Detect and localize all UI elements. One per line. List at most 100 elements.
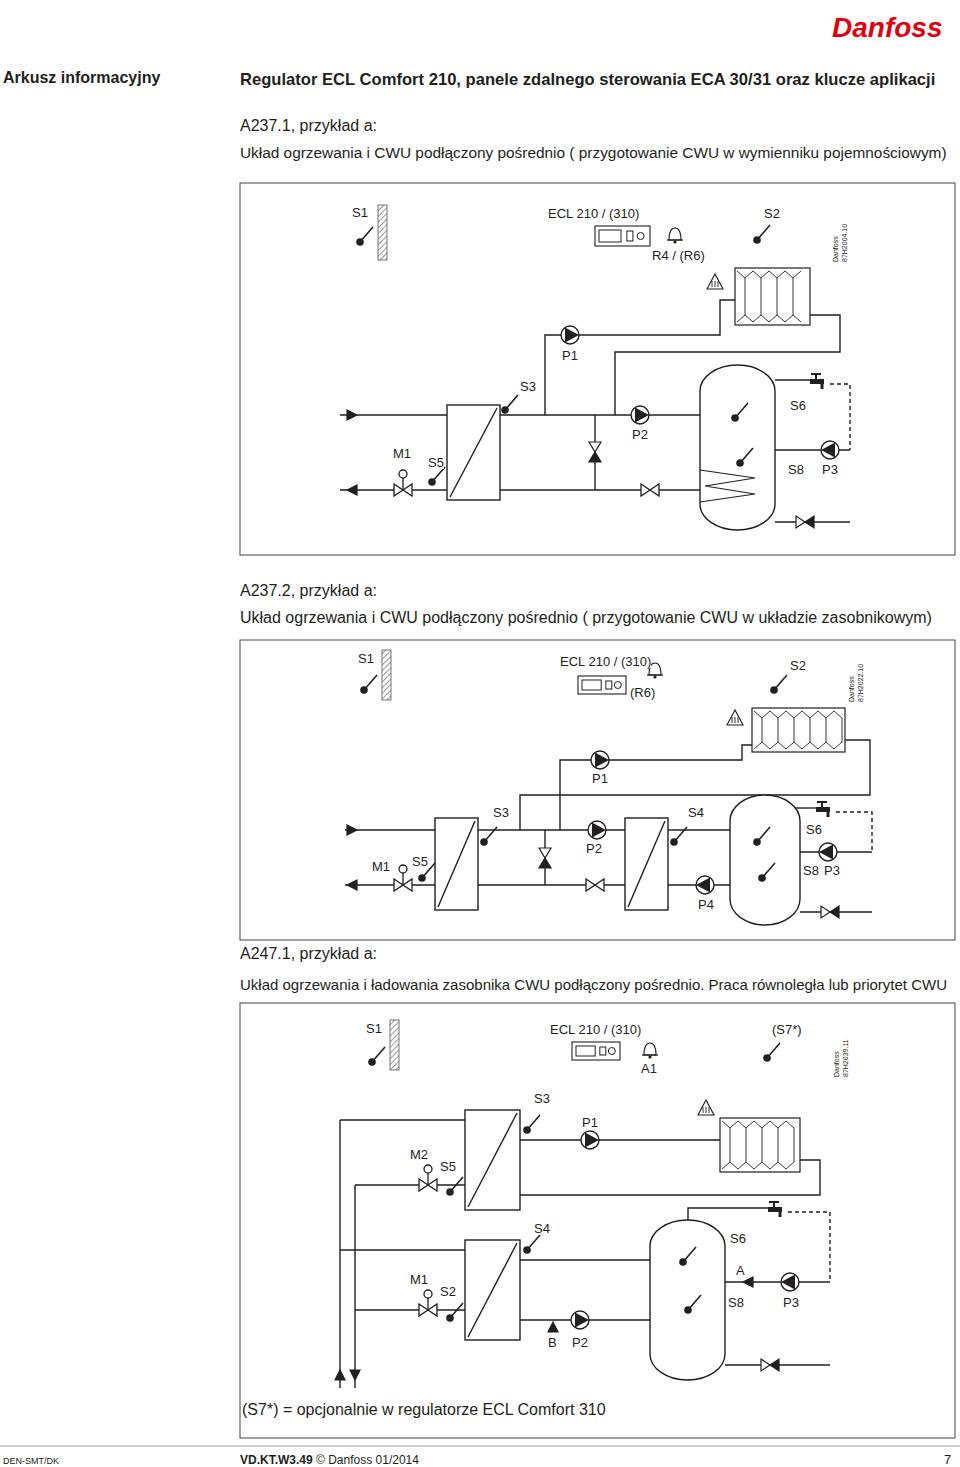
pump-arrow [635, 408, 649, 423]
valve-symbol [641, 484, 659, 496]
schematic-frame [240, 640, 955, 940]
radiator-fin [761, 278, 762, 315]
thermostatic-valve-rib [735, 717, 736, 723]
actuator-head [424, 1290, 432, 1298]
pump-label: P3 [824, 864, 840, 877]
flow-arrow [347, 880, 357, 890]
pump-label: P2 [572, 1336, 588, 1349]
pipe-line [339, 1120, 340, 1388]
valve-symbol [419, 1304, 437, 1316]
check-valve [770, 1359, 779, 1371]
temperature-sensor [670, 827, 687, 846]
thermostatic-valve-rib [709, 1107, 710, 1113]
check-valve [805, 516, 814, 528]
check-valve [761, 1359, 770, 1371]
thermostatic-valve-rib [715, 281, 716, 287]
thermostatic-valve [727, 710, 743, 725]
temperature-sensor [368, 1047, 385, 1066]
radiator [752, 708, 845, 752]
radiator-body [720, 1118, 800, 1172]
sensor-bulb [684, 1306, 692, 1314]
pump-arrow [821, 443, 835, 458]
bell-body [669, 228, 681, 240]
radiator-fin [778, 718, 779, 742]
pump-body [819, 843, 837, 861]
storage-tank [700, 365, 775, 530]
thermostatic-valve-rib [703, 1107, 704, 1113]
pipe-line [500, 489, 700, 490]
document-type: Arkusz informacyjny [3, 70, 160, 86]
pump-symbol [821, 441, 839, 459]
pump-symbol [561, 326, 579, 344]
heat-exchanger-plate [450, 408, 497, 497]
check-valve [830, 906, 839, 918]
sensor-bulb [446, 1188, 454, 1196]
pipe-line [668, 829, 730, 830]
circulation-line [836, 812, 872, 852]
controller-display [576, 1046, 595, 1056]
schematic-panel: A237.1, przykład a:Układ ogrzewania i CW… [240, 117, 955, 171]
storage-tank [730, 795, 800, 925]
pipe-line [340, 1249, 465, 1250]
flow-arrow [347, 485, 357, 495]
radiator-body [735, 268, 810, 325]
pump-label: P2 [586, 842, 602, 855]
heat-exchanger [465, 1110, 520, 1210]
radiator-fin [793, 278, 794, 315]
pipe-line [688, 1208, 770, 1220]
pump-label: P2 [632, 428, 648, 441]
flow-arrow [548, 1322, 558, 1332]
flow-point-label: A [736, 1264, 745, 1277]
controller-label: ECL 210 / (310) [550, 1023, 641, 1036]
controller-display [582, 680, 601, 690]
valve-label: M1 [410, 1273, 428, 1286]
sensor-label: S1 [352, 206, 368, 219]
sensor-label: (S7*) [772, 1023, 802, 1036]
pipe-line [500, 414, 700, 415]
temperature-sensor [770, 675, 787, 694]
diagram-heading: Układ ogrzewania i ładowania zasobnika C… [240, 976, 955, 1007]
sensor-bulb [428, 478, 436, 486]
temperature-sensor [731, 403, 748, 422]
document-number: VD.KT.W3.49 [240, 1454, 313, 1466]
valve-label: M1 [372, 860, 390, 873]
controller-body [595, 226, 650, 246]
radiator-fin [730, 1128, 731, 1162]
pipe-line [354, 1185, 355, 1388]
radiator-fin [737, 271, 801, 278]
sensor-bulb [758, 874, 766, 882]
actuator-stem [427, 1298, 428, 1310]
temperature-sensor [501, 395, 518, 414]
radiator-fin [745, 278, 746, 315]
check-valve [589, 452, 601, 462]
drawing-code: Danfoss [848, 676, 855, 702]
sensor-label: S2 [790, 659, 806, 672]
heat-exchanger [465, 1240, 520, 1340]
diagram-heading: Układ ogrzewania i CWU podłączony pośred… [240, 609, 955, 636]
diagram-heading: A237.2, przykład a: [240, 582, 955, 609]
pump-body [561, 326, 579, 344]
pump-symbol [696, 876, 714, 894]
pump-arrow [565, 328, 579, 343]
flow-arrow [350, 1370, 360, 1380]
pump-symbol [819, 843, 837, 861]
temperature-sensor [428, 467, 445, 486]
bell-body [644, 1043, 656, 1055]
pump-label: P1 [592, 772, 608, 785]
actuator-stem [402, 478, 403, 490]
thermostatic-valve-rib [718, 281, 719, 287]
thermostatic-valve [698, 1100, 714, 1115]
footer-rule [0, 1446, 960, 1447]
pump-body [591, 751, 609, 769]
schematic-frame [240, 1003, 955, 1438]
temperature-sensor [446, 1303, 463, 1322]
pump-symbol [591, 751, 609, 769]
pump-body [781, 1273, 799, 1291]
check-valve [796, 516, 805, 528]
temperature-sensor [763, 1043, 780, 1062]
sensor-label: S5 [428, 456, 444, 469]
sensor-label: S6 [806, 823, 822, 836]
controller-body [578, 676, 626, 694]
tap-spout [821, 383, 824, 389]
pump-body [696, 876, 714, 894]
